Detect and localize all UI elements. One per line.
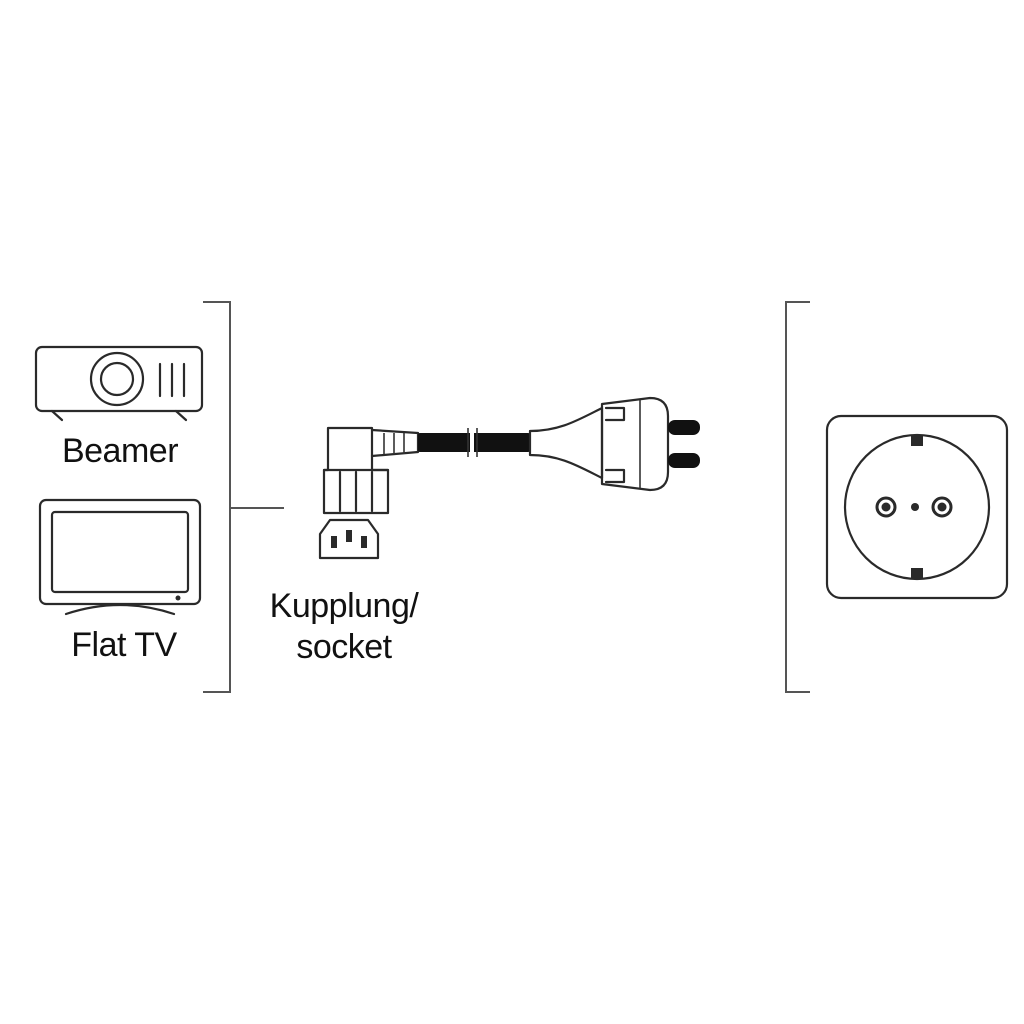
beamer-label: Beamer (62, 432, 178, 470)
coupler-label-line2: socket (296, 628, 392, 666)
coupler-socket-face-icon (318, 518, 380, 560)
wall-socket-icon (825, 414, 1009, 600)
coupler-label-line1: Kupplung/ (270, 587, 420, 625)
beamer-icon (34, 345, 204, 422)
angled-coupler-icon (322, 426, 420, 515)
power-cable (418, 428, 530, 457)
device-bracket (203, 301, 284, 693)
socket-bracket (785, 301, 810, 693)
schuko-plug-icon (528, 396, 700, 492)
flat-tv-icon (38, 498, 202, 616)
flat-tv-label: Flat TV (71, 626, 177, 664)
